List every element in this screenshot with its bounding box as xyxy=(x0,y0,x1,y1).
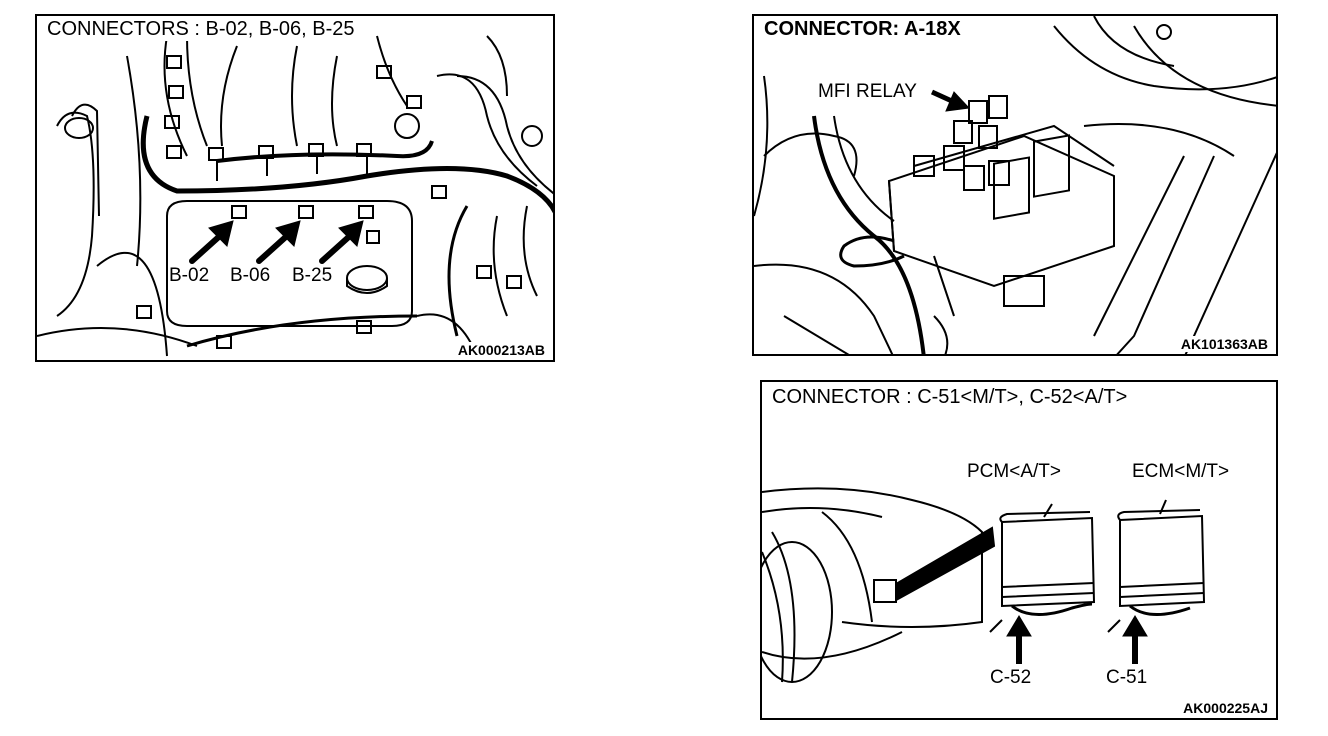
label-b06: B-06 xyxy=(230,265,271,286)
dashboard-ecu-illustration xyxy=(762,487,1206,683)
relay-box-illustration xyxy=(754,16,1276,354)
panel-connector-a18x: CONNECTOR: A-18X MFI RELAY AK101363AB xyxy=(752,14,1278,356)
figure-code: AK000213AB xyxy=(455,342,547,358)
pcm-label: PCM<A/T> xyxy=(967,461,1061,482)
engine-bay-illustration xyxy=(37,35,553,357)
label-b02: B-02 xyxy=(169,265,210,286)
c51-label: C-51 xyxy=(1106,667,1148,688)
figure-code: AK000225AJ xyxy=(1181,700,1270,716)
panel-title: CONNECTOR : C-51<M/T>, C-52<A/T> xyxy=(770,386,1130,409)
ecm-label: ECM<M/T> xyxy=(1132,461,1230,482)
mfi-relay-label: MFI RELAY xyxy=(818,81,917,102)
label-b25: B-25 xyxy=(292,265,333,286)
panel-title: CONNECTORS : B-02, B-06, B-25 xyxy=(45,18,357,41)
c52-label: C-52 xyxy=(990,667,1032,688)
panel-connector-c51-c52: CONNECTOR : C-51<M/T>, C-52<A/T> PCM<A/T… xyxy=(760,380,1278,720)
panel-connectors-b: CONNECTORS : B-02, B-06, B-25 B-02 B-06 … xyxy=(35,14,555,362)
panel-title: CONNECTOR: A-18X xyxy=(762,18,963,41)
figure-code: AK101363AB xyxy=(1178,336,1270,352)
